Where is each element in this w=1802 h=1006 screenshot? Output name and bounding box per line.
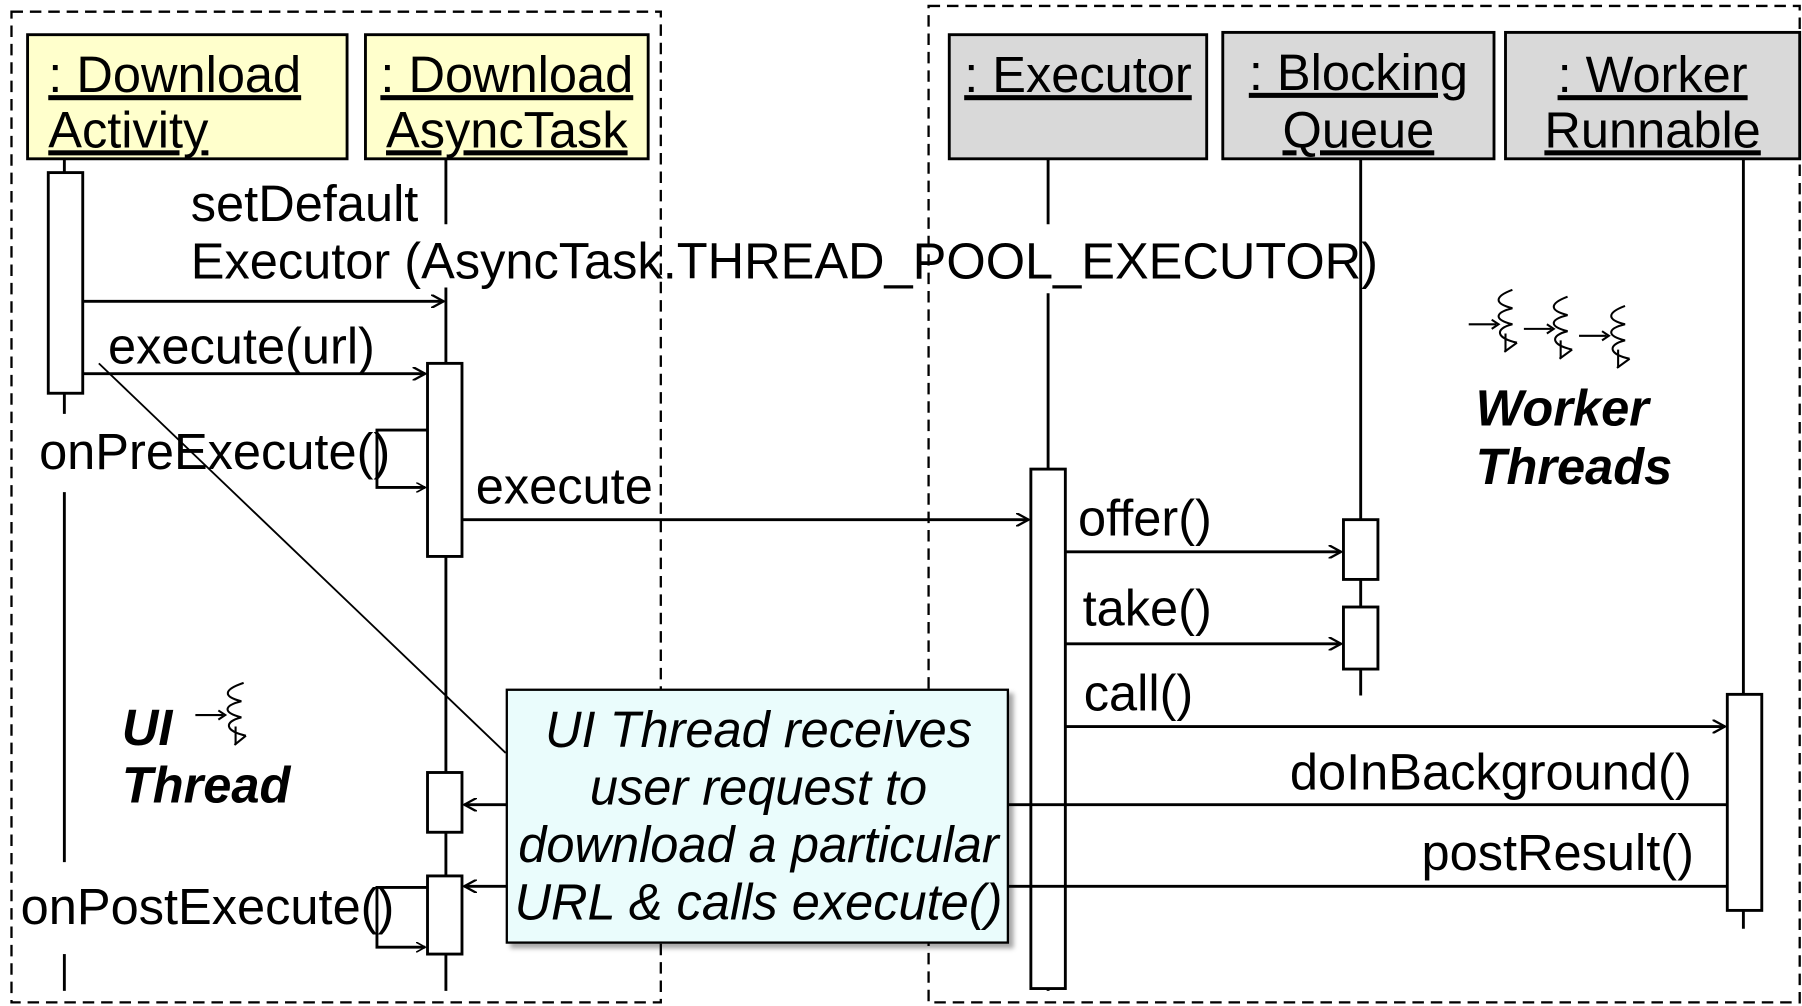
- object-download-asynctask: : Download AsyncTask: [364, 33, 650, 161]
- object-worker-runnable: : Worker Runnable: [1504, 30, 1802, 161]
- note-line-1: UI Thread receives: [545, 701, 972, 758]
- note-line-2: user request to: [590, 759, 927, 816]
- message-on-post-execute: [375, 885, 428, 947]
- worker-threads-frame: [927, 4, 1801, 1004]
- note-line-4: URL & calls execute(): [515, 874, 1003, 931]
- label-executor-thread-pool: Executor (AsyncTask.THREAD_POOL_EXECUTOR…: [191, 232, 1378, 289]
- label-do-in-background: doInBackground(): [1290, 744, 1692, 801]
- svg-text:: Download: : Download: [380, 46, 633, 103]
- worker-threads-label-line1: Worker: [1476, 379, 1652, 436]
- ui-thread-frame: [10, 10, 662, 1004]
- object-download-activity: : Download Activity: [26, 33, 349, 161]
- activation-bars: [46, 171, 1764, 990]
- object-executor: : Executor: [947, 33, 1209, 161]
- svg-text:: Download: : Download: [48, 46, 301, 103]
- label-take: take(): [1083, 579, 1212, 636]
- ui-thread-label-line2: Thread: [122, 756, 292, 813]
- svg-text:Queue: Queue: [1283, 101, 1435, 158]
- svg-text:: Worker: : Worker: [1558, 46, 1748, 103]
- worker-threads-spiral-icon: [1468, 288, 1631, 369]
- note-line-3: download a particular: [518, 816, 1001, 873]
- message-on-pre-execute: [375, 428, 428, 487]
- label-post-result: postResult(): [1421, 824, 1693, 881]
- label-set-default: setDefault: [191, 175, 419, 232]
- svg-text:Activity: Activity: [48, 101, 209, 158]
- note-connector-line: [98, 362, 507, 754]
- object-blocking-queue: : Blocking Queue: [1221, 30, 1496, 161]
- worker-threads-label-line2: Threads: [1476, 438, 1673, 495]
- label-on-pre-execute: onPreExecute(): [39, 423, 390, 480]
- svg-text:Runnable: Runnable: [1544, 101, 1760, 158]
- label-call: call(): [1084, 664, 1194, 721]
- label-execute-url: execute(url): [108, 317, 375, 374]
- svg-text:: Executor: : Executor: [964, 46, 1192, 103]
- label-on-post-execute: onPostExecute(): [21, 878, 395, 935]
- svg-text:AsyncTask: AsyncTask: [386, 101, 628, 158]
- ui-thread-label-line1: UI: [122, 699, 174, 756]
- svg-text:: Blocking: : Blocking: [1249, 44, 1468, 101]
- label-execute: execute: [476, 458, 653, 515]
- thread-spiral-icon: [195, 681, 247, 746]
- label-offer: offer(): [1078, 490, 1212, 547]
- note-box: UI Thread receives user request to downl…: [505, 688, 1010, 944]
